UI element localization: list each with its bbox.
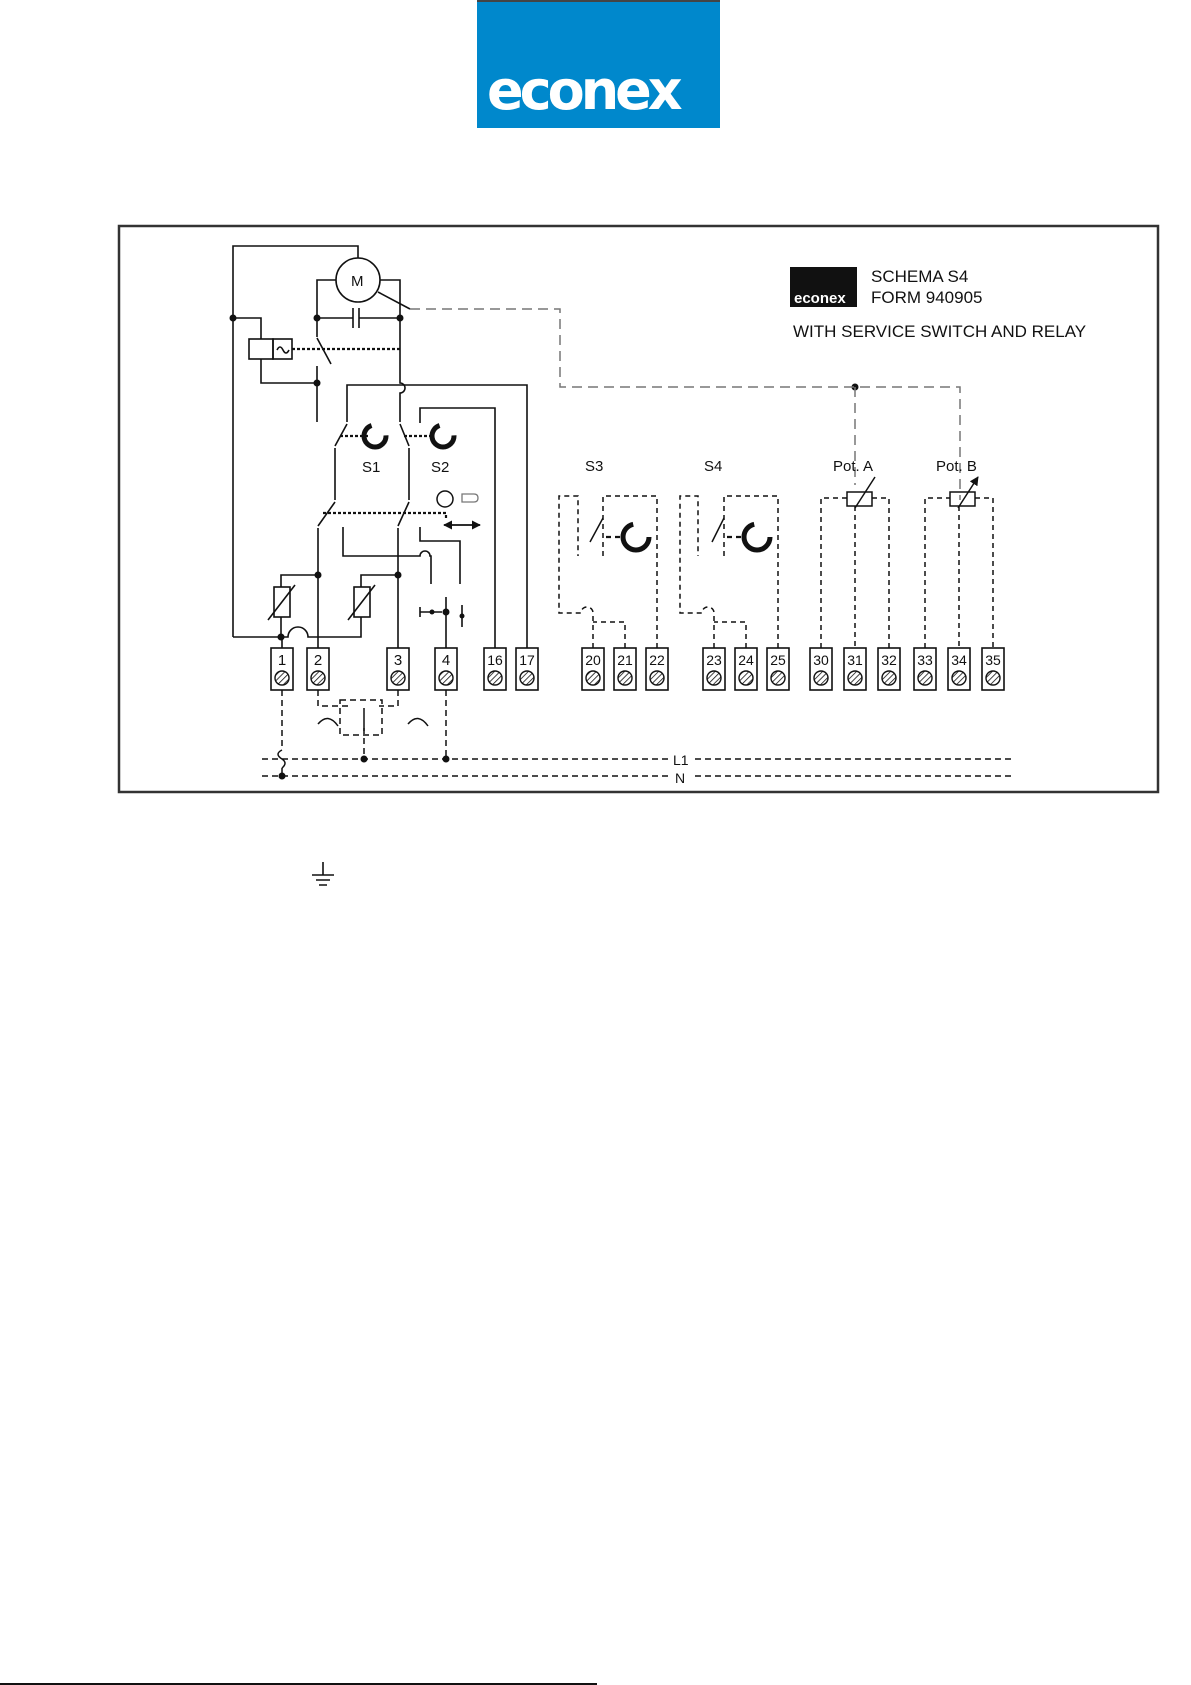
terminal-label: 35 bbox=[985, 652, 1001, 668]
terminal-label: 23 bbox=[706, 652, 722, 668]
terminal-4: 4 bbox=[435, 648, 457, 690]
screw-icon bbox=[488, 671, 502, 685]
terminal-30: 30 bbox=[810, 648, 832, 690]
screw-icon bbox=[814, 671, 828, 685]
s1-label: S1 bbox=[362, 459, 380, 476]
terminal-2: 2 bbox=[307, 648, 329, 690]
terminal-31: 31 bbox=[844, 648, 866, 690]
screw-icon bbox=[618, 671, 632, 685]
terminal-label: 16 bbox=[487, 652, 503, 668]
screw-icon bbox=[739, 671, 753, 685]
terminal-label: 24 bbox=[738, 652, 754, 668]
form-number: FORM 940905 bbox=[871, 288, 983, 307]
terminal-20: 20 bbox=[582, 648, 604, 690]
pot-a-label: Pot. A bbox=[833, 458, 873, 475]
terminal-label: 34 bbox=[951, 652, 967, 668]
screw-icon bbox=[311, 671, 325, 685]
s4-label: S4 bbox=[704, 458, 722, 475]
schema-subtitle: WITH SERVICE SWITCH AND RELAY bbox=[793, 322, 1086, 341]
wiring-schematic: M S1 S2 S3 S4 Pot. A Pot. B L1 N econex … bbox=[0, 0, 1191, 900]
screw-icon bbox=[882, 671, 896, 685]
screw-icon bbox=[650, 671, 664, 685]
terminal-label: 33 bbox=[917, 652, 933, 668]
screw-icon bbox=[771, 671, 785, 685]
screw-icon bbox=[848, 671, 862, 685]
screw-icon bbox=[952, 671, 966, 685]
terminal-25: 25 bbox=[767, 648, 789, 690]
terminal-label: 25 bbox=[770, 652, 786, 668]
screw-icon bbox=[275, 671, 289, 685]
pot-b-label: Pot. B bbox=[936, 458, 977, 475]
terminal-label: 22 bbox=[649, 652, 665, 668]
terminal-label: 3 bbox=[394, 652, 402, 669]
terminal-label: 32 bbox=[881, 652, 897, 668]
terminal-label: 4 bbox=[442, 652, 450, 669]
terminal-24: 24 bbox=[735, 648, 757, 690]
terminal-21: 21 bbox=[614, 648, 636, 690]
screw-icon bbox=[707, 671, 721, 685]
terminal-label: 31 bbox=[847, 652, 863, 668]
s2-label: S2 bbox=[431, 459, 449, 476]
motor-label: M bbox=[351, 273, 364, 290]
ground-icon bbox=[312, 862, 334, 885]
terminal-16: 16 bbox=[484, 648, 506, 690]
terminal-label: 21 bbox=[617, 652, 633, 668]
schematic-frame bbox=[119, 226, 1158, 792]
terminal-22: 22 bbox=[646, 648, 668, 690]
terminal-label: 1 bbox=[278, 652, 286, 669]
terminal-label: 20 bbox=[585, 652, 601, 668]
terminal-17: 17 bbox=[516, 648, 538, 690]
screw-icon bbox=[986, 671, 1000, 685]
screw-icon bbox=[918, 671, 932, 685]
s3-label: S3 bbox=[585, 458, 603, 475]
live-label: L1 bbox=[673, 752, 689, 768]
terminal-33: 33 bbox=[914, 648, 936, 690]
screw-icon bbox=[586, 671, 600, 685]
screw-icon bbox=[439, 671, 453, 685]
screw-icon bbox=[391, 671, 405, 685]
neutral-label: N bbox=[675, 770, 685, 786]
small-logo-text: econex bbox=[794, 290, 846, 307]
terminal-label: 30 bbox=[813, 652, 829, 668]
terminal-label: 17 bbox=[519, 652, 535, 668]
terminal-label: 2 bbox=[314, 652, 322, 669]
terminal-35: 35 bbox=[982, 648, 1004, 690]
terminal-34: 34 bbox=[948, 648, 970, 690]
screw-icon bbox=[520, 671, 534, 685]
terminal-32: 32 bbox=[878, 648, 900, 690]
terminal-1: 1 bbox=[271, 648, 293, 690]
schema-title: SCHEMA S4 bbox=[871, 267, 968, 286]
terminal-23: 23 bbox=[703, 648, 725, 690]
terminal-3: 3 bbox=[387, 648, 409, 690]
